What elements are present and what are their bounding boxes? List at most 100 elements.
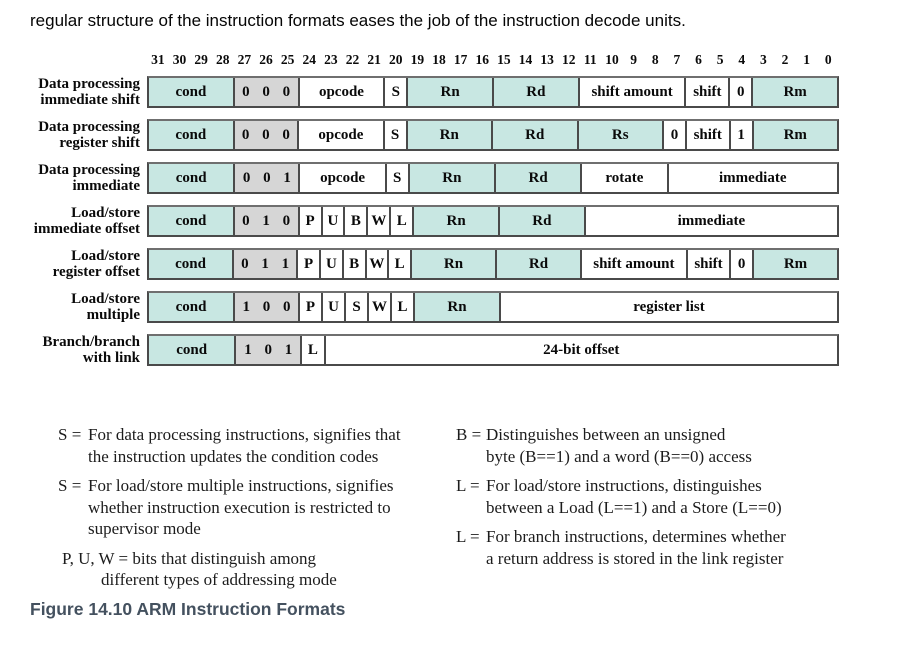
bit-number: 31 (151, 52, 165, 67)
bit-number: 11 (583, 52, 597, 67)
bit-number: 0 (824, 52, 832, 67)
field-l: L (390, 293, 413, 321)
legend-item: S =For load/store multiple instructions,… (58, 475, 453, 540)
bit-number: 25 (280, 52, 295, 67)
field-u: U (320, 207, 344, 235)
field-rs: Rs (576, 121, 662, 149)
field-rn: Rn (406, 78, 492, 106)
row-label-line: immediate shift (40, 92, 140, 108)
field-u: U (321, 293, 344, 321)
row-label-line: Data processing (38, 118, 140, 135)
legend-item: P, U, W = bits that distinguish among dif… (58, 548, 453, 591)
legend-line: B =Distinguishes between an unsigned (456, 424, 876, 446)
legend-line: between a Load (L==1) and a Store (L==0) (486, 497, 782, 517)
field-rn: Rn (410, 250, 495, 278)
field-l: L (389, 207, 413, 235)
field-0: 0 (728, 78, 752, 106)
field-rd: Rd (492, 78, 578, 106)
field-1-0-1: 1 0 1 (234, 336, 301, 364)
row-label-line: immediate offset (33, 221, 140, 237)
legend-line: S =For load/store multiple instructions,… (58, 475, 453, 497)
row-label-line: Data processing (38, 161, 140, 178)
legend-text: Distinguishes between an unsigned (486, 425, 726, 444)
row-label-line: with link (82, 350, 140, 366)
row-label-line: register shift (59, 135, 140, 151)
legend-text: P, U, W = bits that distinguish among (62, 548, 317, 568)
field-1-0-0: 1 0 0 (233, 293, 298, 321)
field-rd: Rd (491, 121, 577, 149)
field-opcode: opcode (298, 164, 385, 192)
field-shift-amount: shift amount (580, 250, 686, 278)
field-cond: cond (149, 250, 232, 278)
field-s: S (344, 293, 367, 321)
row-label-line: Load/store (71, 290, 140, 307)
legend-text: For branch instructions, determines whet… (486, 527, 786, 546)
row-label-line: immediate (72, 178, 140, 194)
field-w: W (366, 207, 390, 235)
legend-column-left: S = For data processing instructions, sig… (58, 424, 453, 599)
field-l: L (387, 250, 410, 278)
legend-item: S =For data processing instructions, sig… (58, 424, 453, 467)
row-label-line: multiple (86, 307, 140, 323)
field-shift: shift (684, 121, 729, 149)
field-0-0-1: 0 0 1 (233, 164, 299, 192)
bit-number: 15 (497, 52, 511, 67)
field-rd: Rd (495, 250, 580, 278)
legend-key: L = (456, 476, 480, 495)
field-rn: Rn (413, 293, 499, 321)
bit-number: 3 (759, 52, 767, 67)
bit-number: 9 (630, 52, 637, 67)
bit-number: 16 (475, 52, 489, 67)
field-rd: Rd (494, 164, 581, 192)
field-s: S (382, 121, 406, 149)
field-rm: Rm (751, 121, 837, 149)
field-rn: Rn (405, 121, 491, 149)
field-register-list: register list (499, 293, 837, 321)
field-cond: cond (149, 121, 233, 149)
field-rn: Rn (412, 207, 498, 235)
bit-number: 7 (673, 52, 681, 67)
bit-number: 2 (781, 52, 789, 67)
field-rn: Rn (407, 164, 494, 192)
field-cond: cond (149, 336, 235, 364)
field-shift: shift (685, 250, 730, 278)
field-0-0-0: 0 0 0 (232, 78, 298, 106)
bit-number: 27 (237, 52, 252, 67)
field-1: 1 (728, 121, 752, 149)
field-immediate: immediate (666, 164, 837, 192)
field-w: W (364, 250, 388, 278)
bit-number: 23 (324, 52, 338, 67)
field-shift-amount: shift amount (577, 78, 685, 106)
legend-line: S =For data processing instructions, sig… (58, 424, 453, 446)
field-p: P (297, 207, 321, 235)
legend-key: S = (58, 476, 82, 495)
row-label-line: Data processing (38, 75, 140, 92)
bit-number: 19 (410, 52, 425, 67)
bit-number: 6 (695, 52, 702, 67)
field-opcode: opcode (297, 78, 384, 106)
field-l: L (300, 336, 324, 364)
bit-number: 4 (738, 52, 746, 67)
field-cond: cond (149, 293, 233, 321)
legend-text: For data processing instructions, signif… (88, 425, 401, 444)
intro-text: regular structure of the instruction for… (30, 11, 686, 30)
field-p: P (296, 250, 319, 278)
legend-line: L =For load/store instructions, distingu… (456, 475, 876, 497)
legend-item: L =For branch instructions, determines w… (456, 526, 876, 569)
legend-line: different types of addressing mode (101, 570, 337, 589)
legend-line: byte (B==1) and a word (B==0) access (486, 446, 752, 466)
